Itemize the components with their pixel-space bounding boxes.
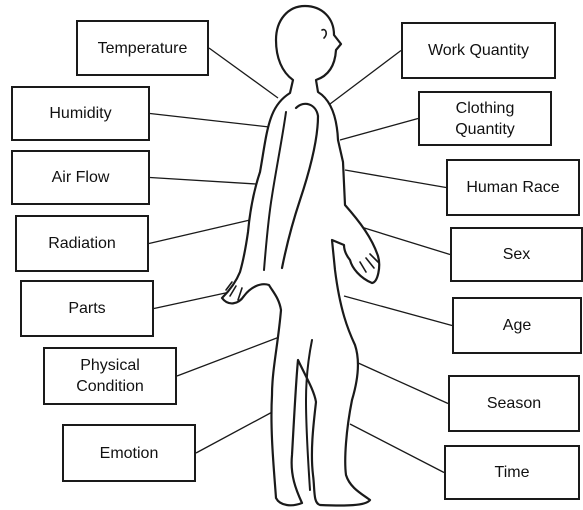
connector-work-quantity <box>330 51 401 105</box>
factor-box-human-race: Human Race <box>446 159 580 216</box>
factor-box-humidity: Humidity <box>11 86 150 141</box>
factor-box-temperature: Temperature <box>76 20 209 76</box>
factor-box-physical-condition: Physical Condition <box>43 347 177 405</box>
factor-box-work-quantity: Work Quantity <box>401 22 556 79</box>
connector-human-race <box>345 170 446 188</box>
human-body-figure <box>222 6 379 505</box>
connector-emotion <box>196 410 276 453</box>
factor-box-age: Age <box>452 297 582 354</box>
human-silhouette <box>222 6 379 505</box>
connector-parts <box>154 292 230 309</box>
connector-clothing-quantity <box>340 119 418 141</box>
connector-air-flow <box>150 178 256 185</box>
factor-box-air-flow: Air Flow <box>11 150 150 205</box>
factor-box-radiation: Radiation <box>15 215 149 272</box>
connector-physical-condition <box>177 336 282 376</box>
connector-age <box>344 296 452 326</box>
factor-box-clothing-quantity: Clothing Quantity <box>418 91 552 146</box>
factor-box-season: Season <box>448 375 580 432</box>
factor-box-parts: Parts <box>20 280 154 337</box>
factor-box-sex: Sex <box>450 227 583 282</box>
factor-box-time: Time <box>444 445 580 500</box>
connector-radiation <box>149 220 250 244</box>
connector-temperature <box>209 48 278 98</box>
connector-season <box>356 362 448 404</box>
connector-time <box>350 424 444 473</box>
connector-humidity <box>150 114 278 129</box>
factor-box-emotion: Emotion <box>62 424 196 482</box>
